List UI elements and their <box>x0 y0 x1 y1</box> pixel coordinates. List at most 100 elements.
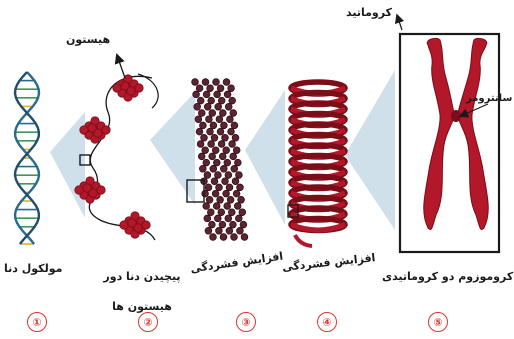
chromatin-bead <box>223 79 230 86</box>
chromatin-bead <box>225 215 232 222</box>
chromatin-fiber-beads <box>192 79 248 241</box>
chromatin-bead <box>192 79 199 86</box>
chromatid-right <box>458 38 488 229</box>
chromatin-bead <box>196 128 203 135</box>
histone-bead <box>75 186 83 194</box>
chromatin-bead <box>211 178 218 185</box>
label-centromere: سانترومر <box>466 93 512 104</box>
chromatin-bead <box>208 97 215 104</box>
chromatin-bead <box>197 97 204 104</box>
chromatin-bead <box>214 215 221 222</box>
chromatin-bead <box>216 184 223 191</box>
chromatin-bead <box>202 147 209 154</box>
chromatin-bead <box>203 203 210 210</box>
chromatin-bead <box>213 79 220 86</box>
chromatin-bead <box>198 110 205 117</box>
chromatin-bead <box>237 184 244 191</box>
histone-bead <box>127 87 135 95</box>
histone-bead <box>135 84 143 92</box>
chromatin-bead <box>205 227 212 234</box>
duplicated-chromosome <box>398 18 499 252</box>
chromatin-bead <box>216 227 223 234</box>
step-number-5: ⑤ <box>428 312 448 332</box>
chromatin-bead <box>206 196 213 203</box>
chromatin-bead <box>207 209 214 216</box>
chromatin-bead <box>215 103 222 110</box>
chromatin-bead <box>237 227 244 234</box>
chromatin-bead <box>218 97 225 104</box>
chromatin-bead <box>233 190 240 197</box>
chromatin-bead <box>194 103 201 110</box>
chromatin-bead <box>207 85 214 92</box>
chromatin-bead <box>238 196 245 203</box>
chromatin-bead <box>231 122 238 129</box>
histone-bead <box>80 126 88 134</box>
chromatin-bead <box>195 116 202 123</box>
chromatin-bead <box>239 209 246 216</box>
chromatin-bead <box>203 91 210 98</box>
histone-bead <box>113 84 121 92</box>
chromatin-bead <box>223 147 230 154</box>
dna-double-helix <box>15 72 39 244</box>
step-number-3: ③ <box>236 312 256 332</box>
chromatin-bead <box>198 153 205 160</box>
chromatin-bead <box>235 215 242 222</box>
funnel-4 <box>345 70 395 230</box>
chromatin-bead <box>223 190 230 197</box>
chromatin-bead <box>217 196 224 203</box>
nucleosome-stage <box>75 58 158 240</box>
chromatin-bead <box>241 234 248 241</box>
chromatin-bead <box>204 215 211 222</box>
chromatin-bead <box>196 85 203 92</box>
chromatin-bead <box>210 165 217 172</box>
chromatin-bead <box>218 141 225 148</box>
chromatin-bead <box>207 128 214 135</box>
chromatin-bead <box>216 116 223 123</box>
chromatin-bead <box>203 159 210 166</box>
chromatin-bead <box>231 165 238 172</box>
chromatin-bead <box>201 134 208 141</box>
chromatin-bead <box>217 85 224 92</box>
chromatin-bead <box>224 159 231 166</box>
histone-clusters <box>75 75 150 238</box>
chromatin-bead <box>227 116 234 123</box>
chromatin-bead <box>206 116 213 123</box>
chromatin-bead <box>209 153 216 160</box>
chromatin-bead <box>232 134 239 141</box>
chromatin-bead <box>210 122 217 129</box>
chromatin-bead <box>213 203 220 210</box>
centromere-point <box>451 110 461 122</box>
chromatin-bead <box>230 221 237 228</box>
chromatin-bead <box>232 178 239 185</box>
funnel-3 <box>245 90 285 225</box>
chromatid-arrow <box>398 18 402 30</box>
chromatin-bead <box>222 178 229 185</box>
histone-bead <box>134 224 142 232</box>
histone-bead <box>120 221 128 229</box>
coiled-chromatin <box>291 82 345 246</box>
chromatin-bead <box>220 165 227 172</box>
chromatin-bead <box>215 172 222 179</box>
chromatin-bead <box>233 147 240 154</box>
chromatin-bead <box>212 190 219 197</box>
chromatin-bead <box>225 172 232 179</box>
histone-bead <box>94 129 102 137</box>
chromatin-bead <box>229 141 236 148</box>
dna-loop-path <box>89 76 155 240</box>
chromatin-bead <box>205 184 212 191</box>
chromatin-bead <box>213 159 220 166</box>
chromatin-bead <box>199 165 206 172</box>
histone-arrow <box>118 58 125 78</box>
chromatin-bead <box>224 203 231 210</box>
chromatin-bead <box>226 227 233 234</box>
chromatin-bead <box>222 134 229 141</box>
label-histone: هیستون <box>66 33 110 46</box>
chromatin-bead <box>214 91 221 98</box>
chromatin-bead <box>231 234 238 241</box>
chromatin-bead <box>230 110 237 117</box>
chromatin-bead <box>227 196 234 203</box>
chromatin-bead <box>209 110 216 117</box>
chromatin-bead <box>228 128 235 135</box>
chromatin-bead <box>212 147 219 154</box>
